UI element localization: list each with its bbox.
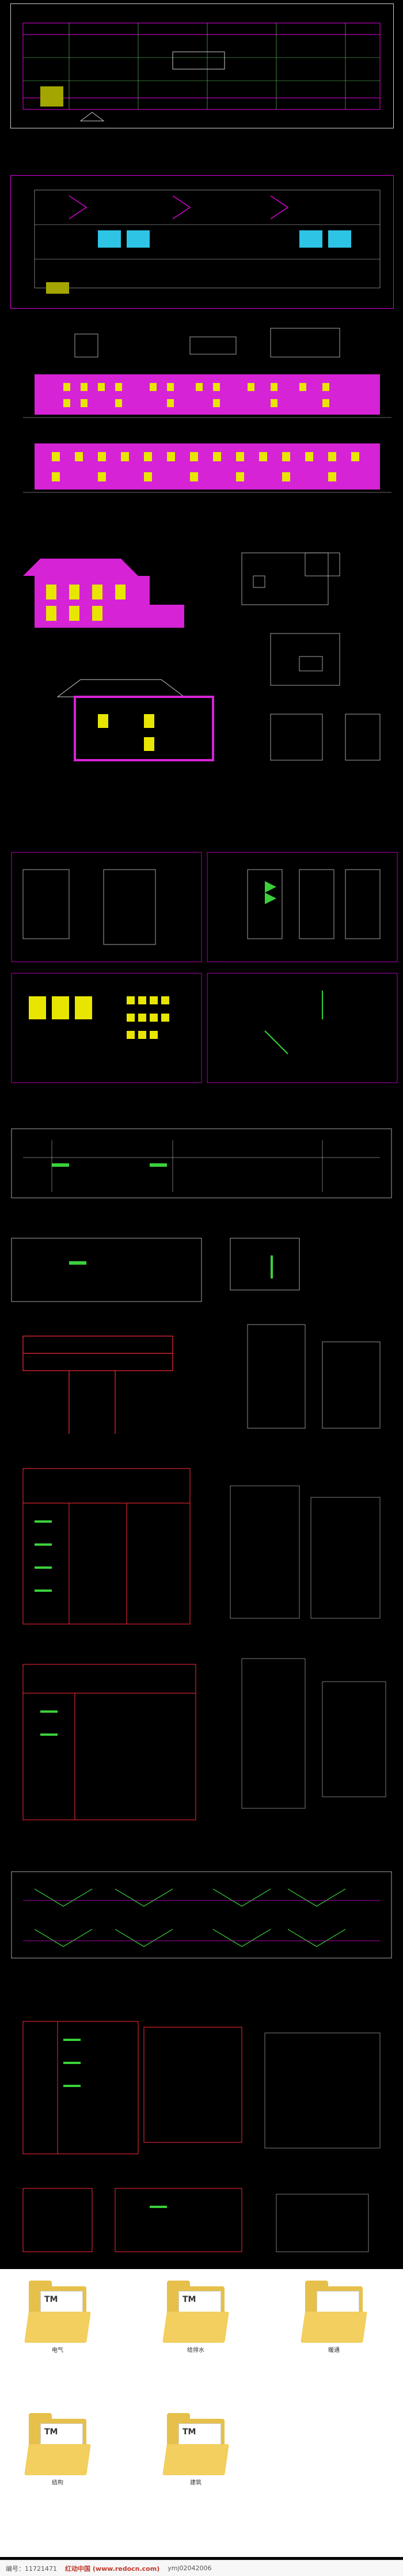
floor-plan-drawing: [34, 189, 381, 294]
cad-sheet-floor-plan: [0, 173, 403, 311]
folder-label: 结构: [52, 2480, 63, 2486]
cad-sheet-building-details: [0, 541, 403, 812]
cad-sheet-elevations: [0, 323, 403, 513]
cad-sheet-electrical-overview: [0, 1123, 403, 1446]
uploader-name: ymj02042006: [168, 2564, 212, 2572]
folder-icon[interactable]: TMWG 给排水: [161, 2281, 230, 2355]
drawing-frame: [10, 3, 394, 128]
folder-panel: TMWG 电气 TMWG 给排水 暖通 TMWG 结构 TMWG 建筑: [0, 2269, 403, 2557]
folder-icon[interactable]: TMWG 结构: [23, 2413, 92, 2488]
stair-detail-drawing: [11, 852, 398, 1083]
folder-icon[interactable]: 暖通: [299, 2281, 368, 2355]
tm-badge: TM: [44, 2295, 58, 2304]
folder-label: 电气: [52, 2347, 63, 2354]
tm-badge: TM: [183, 2295, 196, 2304]
folder-label: 建筑: [190, 2480, 202, 2486]
electrical-system-drawing: [22, 1468, 386, 1820]
folder-label: 给排水: [187, 2347, 204, 2354]
site-plan-drawing: [22, 22, 381, 122]
drawing-frame: [10, 175, 394, 309]
site-name: 红动中国 (www.redocn.com): [65, 2564, 160, 2573]
cad-sheet-distribution: [0, 2016, 403, 2258]
building-detail-drawing: [23, 552, 381, 761]
elevation-drawing: [23, 328, 391, 493]
tm-badge: TM: [183, 2427, 196, 2437]
distribution-drawing: [22, 2021, 381, 2252]
electrical-overview-drawing: [11, 1128, 392, 1434]
cad-sheet-stair-details: [0, 847, 403, 1094]
image-id: 编号：11721471: [6, 2564, 57, 2573]
cad-sheet-site-plan: [0, 0, 403, 132]
tm-badge: TM: [44, 2427, 58, 2437]
folder-icon[interactable]: TMWG 电气: [23, 2281, 92, 2355]
watermark-footer: 编号：11721471 红动中国 (www.redocn.com) ymj020…: [0, 2560, 403, 2576]
cad-sheet-plumbing: [0, 1866, 403, 2004]
folder-label: 暖通: [328, 2347, 340, 2354]
plumbing-drawing: [11, 1871, 392, 1959]
folder-icon[interactable]: TMWG 建筑: [161, 2413, 230, 2488]
cad-sheet-electrical-systems: [0, 1463, 403, 1831]
